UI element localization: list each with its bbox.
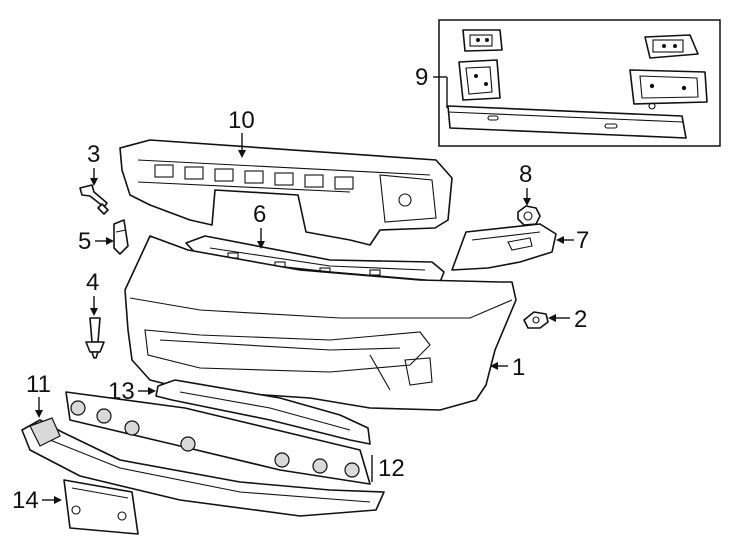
part-12-valance [65,391,371,485]
callout-9: 9 [415,64,448,108]
part-3-bolt [79,184,109,215]
callout-4: 4 [86,269,99,316]
callout-11-label: 11 [26,371,51,398]
callout-7-label: 7 [576,227,589,254]
part-8-nut [517,205,541,226]
callout-6: 6 [253,201,266,249]
callout-3-label: 3 [87,141,100,168]
callout-12-label: 12 [378,455,405,482]
callout-1-label: 1 [512,354,525,381]
callout-6-label: 6 [253,201,266,228]
callout-14: 14 [12,487,62,514]
part-1-bumper-cover [124,235,517,411]
callout-2-label: 2 [574,306,587,333]
part-11-lower-spoiler [21,417,385,517]
callout-8: 8 [519,161,532,206]
callout-1: 1 [490,354,525,381]
inset-bracket-top-right [644,34,699,59]
part-7-side-bracket [451,223,557,271]
callout-11: 11 [26,371,51,418]
callout-5: 5 [78,228,114,255]
part-2-bolt [523,311,549,329]
callout-10-label: 10 [228,107,255,134]
part-5-clip [113,219,129,255]
callout-10: 10 [228,107,255,158]
part-4-push-pin [85,317,105,359]
part-12-clip-row [70,400,360,478]
part-10-upper-support [119,139,453,246]
inset-box-part-9 [438,19,721,147]
callout-5-label: 5 [78,228,91,255]
callout-9-label: 9 [415,64,428,91]
inset-bracket-top-left [462,29,503,52]
callout-14-label: 14 [12,487,39,514]
callout-7: 7 [556,227,589,254]
inset-plate-left [458,59,501,101]
part-13-lower-insert [155,379,371,445]
callout-3: 3 [87,141,100,186]
inset-plate-right [629,69,708,110]
callout-4-label: 4 [86,269,99,296]
callout-8-label: 8 [519,161,532,188]
inset-reinforcement-bar [447,105,687,139]
callout-2: 2 [548,306,587,333]
part-14-license-bracket [63,479,139,535]
callout-12: 12 [371,455,405,482]
